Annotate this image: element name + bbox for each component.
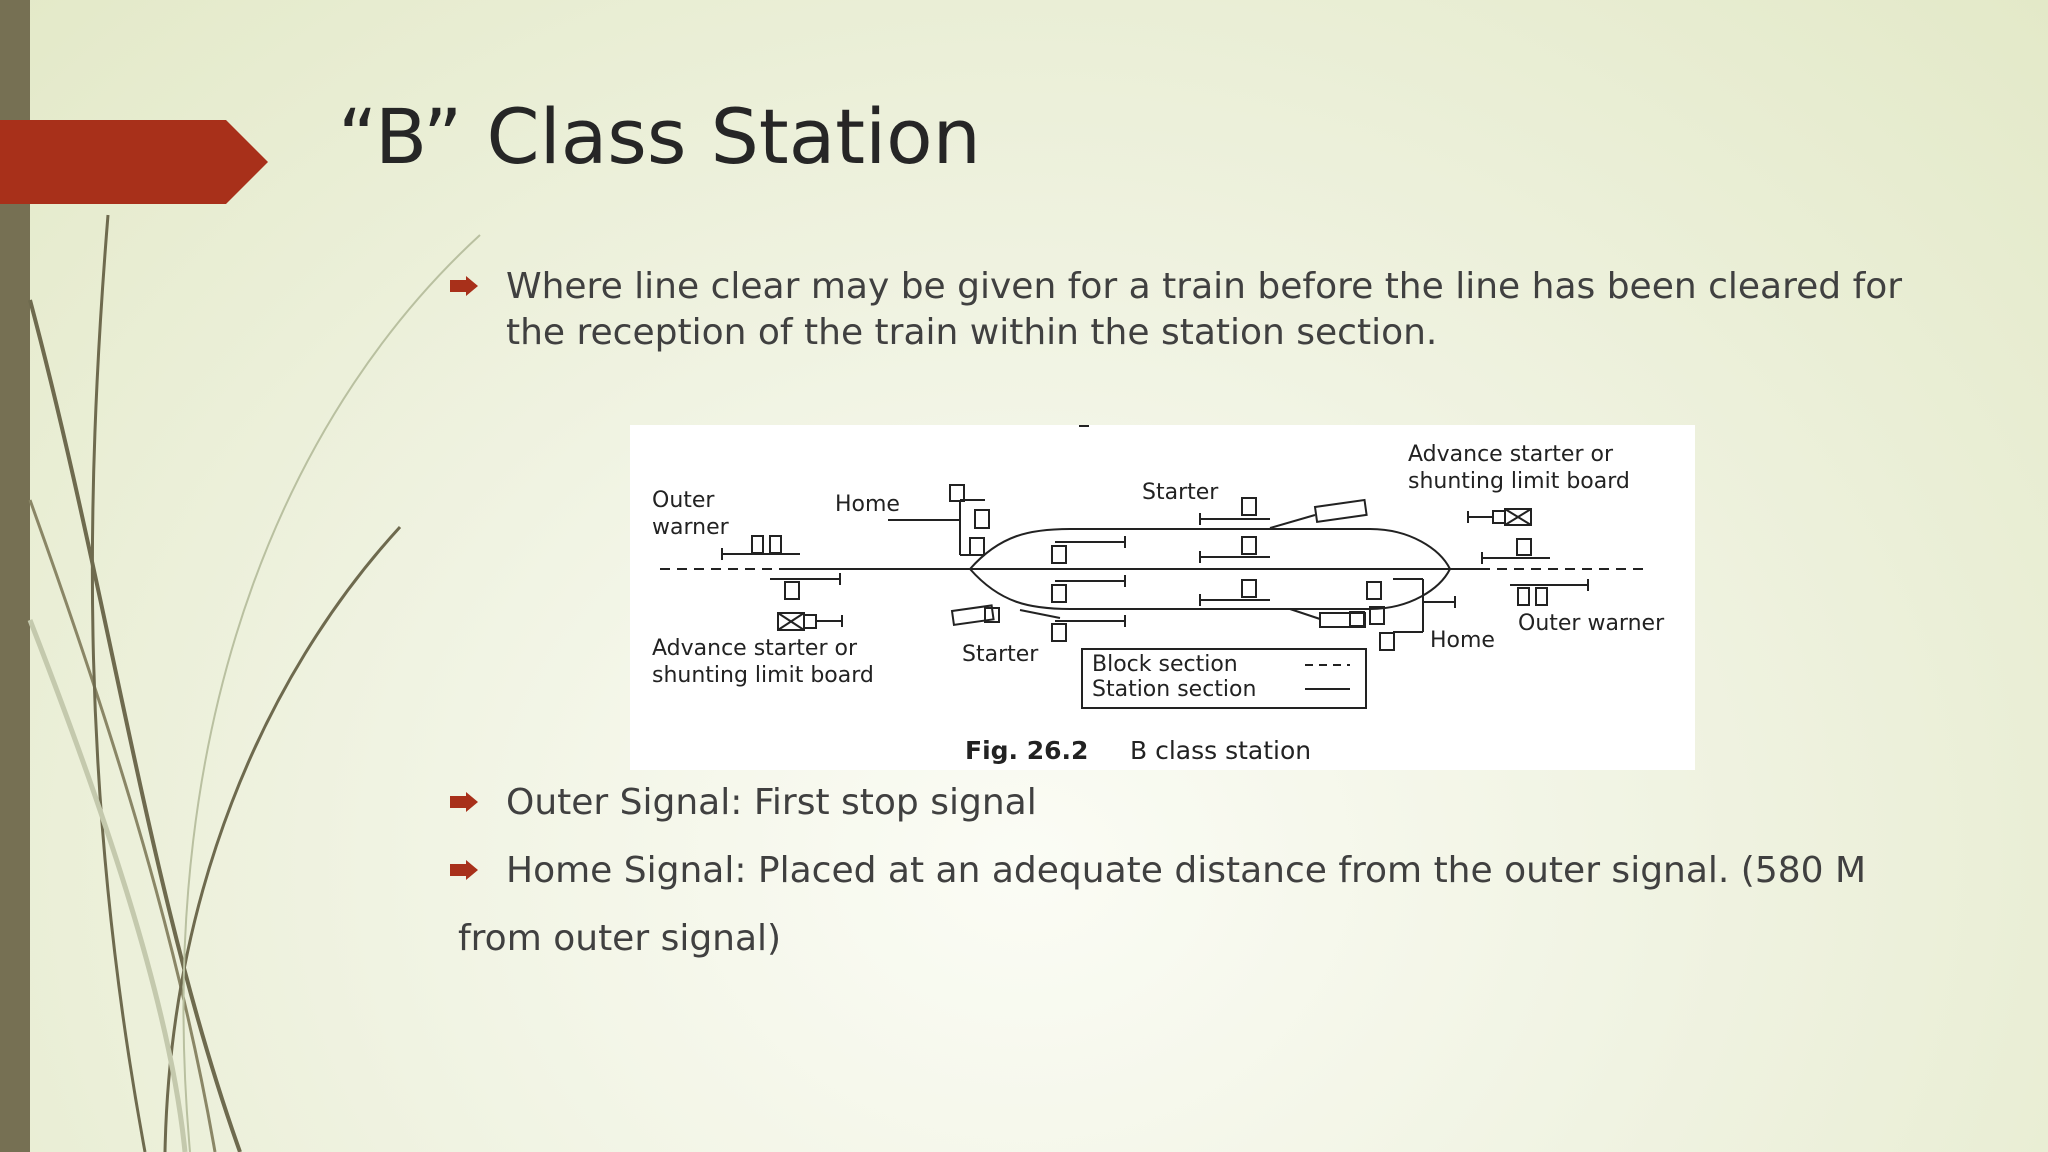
legend-station-section: Station section xyxy=(1092,677,1257,702)
loop-top xyxy=(969,528,1451,570)
figure-caption-text: B class station xyxy=(1130,736,1312,765)
label-advance-starter-left: Advance starter or shunting limit board xyxy=(652,636,874,688)
label-home-left: Home xyxy=(835,492,900,517)
figure-caption-number: Fig. 26.2 xyxy=(965,736,1089,765)
b-class-station-figure: Outer warner Home Starter Advance starte… xyxy=(630,425,1695,770)
bullet-3-text: Home Signal: Placed at an adequate dista… xyxy=(506,850,1867,891)
title-accent-arrow xyxy=(0,120,268,204)
bullet-3-continuation: from outer signal) xyxy=(458,918,782,959)
legend-box xyxy=(1081,648,1367,709)
label-home-right: Home xyxy=(1430,628,1495,653)
grass-stroke-1 xyxy=(28,299,242,1152)
loop-bottom xyxy=(969,568,1451,610)
arrow-bullet-icon xyxy=(450,276,478,296)
grass-stroke-3 xyxy=(90,214,147,1152)
grass-stroke-4 xyxy=(163,525,402,1152)
label-advance-starter-right: Advance starter or shunting limit board xyxy=(1408,442,1630,494)
arrow-bullet-icon xyxy=(450,860,478,880)
label-outer-warner-right: Outer warner xyxy=(1518,611,1665,636)
label-starter-top: Starter xyxy=(1142,480,1219,505)
arrow-bullet-icon xyxy=(450,792,478,812)
grass-stroke-2 xyxy=(28,499,217,1152)
bullet-2-text: Outer Signal: First stop signal xyxy=(506,782,1037,823)
legend-block-section: Block section xyxy=(1092,652,1238,677)
track-diagram xyxy=(660,425,1650,709)
label-outer-warner-left: Outer warner xyxy=(652,488,729,540)
grass-stroke-6 xyxy=(27,619,188,1152)
label-starter-bottom: Starter xyxy=(962,642,1039,667)
grass-stroke-5 xyxy=(182,234,481,1152)
slide-title: “B” Class Station xyxy=(338,92,981,181)
bullet-1-text: Where line clear may be given for a trai… xyxy=(506,266,1903,353)
